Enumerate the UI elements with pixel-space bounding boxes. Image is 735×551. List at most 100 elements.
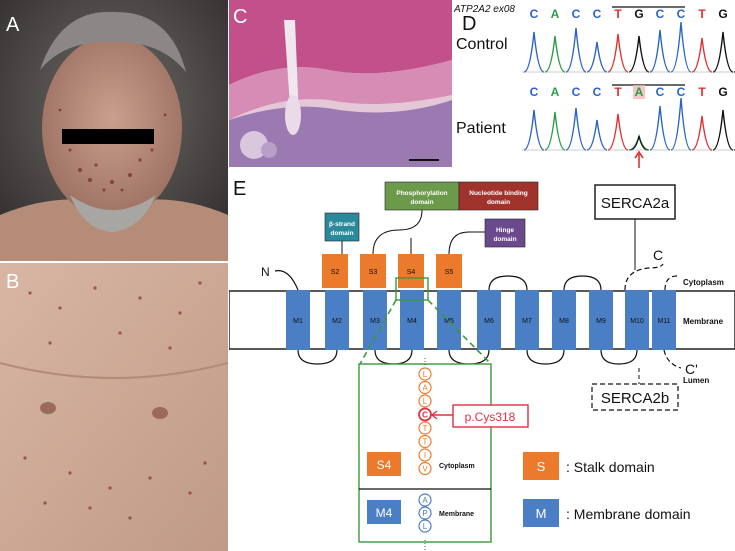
patient-peak-7 <box>670 97 692 151</box>
patient-peak-6 <box>649 105 671 151</box>
panel-e-schematic: E MembraneCytoplasmLumenM1M2M3M4M5M6M7M8… <box>229 168 735 551</box>
residue-stalk-2 <box>418 394 432 408</box>
control-peak-4 <box>607 33 629 73</box>
zoom-s4-box <box>367 452 401 476</box>
patient-peak-0 <box>523 109 545 151</box>
residue-stalk-label-2: L <box>423 397 428 406</box>
control-peak-2 <box>565 27 587 73</box>
panel-c-histology: C <box>229 0 452 167</box>
face-photo-image <box>0 0 228 261</box>
control-label: Control <box>456 36 508 53</box>
patient-base-0: C <box>530 85 539 99</box>
control-peak-1 <box>544 35 566 73</box>
patient-base-7: C <box>677 85 686 99</box>
histology-image <box>229 0 452 167</box>
residue-stalk-label-6: I <box>424 451 426 460</box>
loop <box>563 275 602 291</box>
stalk-label-s4: S4 <box>407 269 416 276</box>
residue-stalk-label-1: A <box>422 384 428 393</box>
nucleotide-binding-domain-box <box>458 181 539 211</box>
mutation-callout-box <box>452 404 529 428</box>
gene-label: ATP2A2 ex08 <box>454 4 515 15</box>
residue-membrane-label-0: A <box>422 496 428 505</box>
lumen-label: Lumen <box>683 376 709 385</box>
beta-strand-domain-box <box>324 212 360 242</box>
hinge-domain-label: Hinge <box>496 227 514 234</box>
patient-base-6: C <box>656 85 665 99</box>
legend-stalk-text: : Stalk domain <box>566 459 655 475</box>
control-base-3: C <box>593 7 602 21</box>
loop <box>448 349 490 365</box>
loop <box>297 349 338 365</box>
zoom-guide-left <box>359 299 397 365</box>
loop <box>488 275 528 291</box>
legend-membrane-swatch <box>523 499 559 527</box>
stalk-s5 <box>436 254 462 288</box>
control-base-0: C <box>530 7 539 21</box>
chest-photo-image <box>0 263 228 551</box>
stalk-s2 <box>322 254 348 288</box>
panel-a-label: A <box>6 14 20 36</box>
patient-base-3: C <box>593 85 602 99</box>
zoom-m4-label: M4 <box>376 506 393 520</box>
phosphorylation-domain-box <box>384 181 460 211</box>
patient-peak-3 <box>586 119 608 151</box>
panel-d-label: D <box>462 13 477 35</box>
control-peak-6 <box>649 29 671 73</box>
hinge-domain-box <box>484 218 526 248</box>
control-base-2: C <box>572 7 581 21</box>
panel-e-label: E <box>233 178 247 200</box>
tm-segment-m10 <box>625 290 649 350</box>
residue-stalk-label-0: L <box>423 370 428 379</box>
tm-segment-label-m9: M9 <box>596 318 606 325</box>
panel-b-label: B <box>6 271 20 293</box>
tm-segment-m6 <box>477 290 501 350</box>
legend-membrane-text: : Membrane domain <box>566 506 691 522</box>
patient-overlap-peak <box>629 135 649 151</box>
patient-peak-8 <box>691 115 713 151</box>
tm-segment-m8 <box>552 290 576 350</box>
tm-segment-m1 <box>286 290 310 350</box>
legend-membrane-swatch-label: M <box>536 506 547 521</box>
control-peak-9 <box>712 31 734 73</box>
mutation-pointer-head <box>430 410 438 420</box>
tm-segment-m2 <box>325 290 349 350</box>
control-base-7: C <box>677 7 686 21</box>
nucleotide-binding-domain-label: Nucleotide binding <box>469 190 528 197</box>
tm-segment-label-m10: M10 <box>630 318 644 325</box>
patient-label: Patient <box>456 120 506 137</box>
mutation-callout-label: p.Cys318 <box>465 410 516 424</box>
n-terminus-tail <box>274 270 299 291</box>
control-peak-8 <box>691 37 713 73</box>
residue-stalk-label-5: T <box>423 438 428 447</box>
residue-stalk-7 <box>418 461 432 476</box>
control-base-9: G <box>718 7 727 21</box>
stalk-s4 <box>398 254 424 288</box>
tm-segment-m5 <box>437 290 461 350</box>
connector <box>448 231 485 255</box>
phosphorylation-domain-label: domain <box>410 199 433 206</box>
tm-segment-label-m8: M8 <box>559 318 569 325</box>
patient-peak-4 <box>607 113 629 151</box>
residue-stalk-3 <box>418 407 432 422</box>
beta-strand-domain-label: β-strand <box>329 221 355 228</box>
mutation-highlight <box>633 85 645 99</box>
beta-strand-domain-label: domain <box>330 230 353 237</box>
residue-stalk-5 <box>418 434 432 449</box>
panel-a-photo: A <box>0 0 228 261</box>
patient-peak-9 <box>712 109 734 151</box>
control-peak-0 <box>523 31 545 73</box>
mutant-base: A <box>635 85 644 99</box>
loop <box>526 349 565 365</box>
c-prime-tail <box>663 349 682 369</box>
tm-segment-m7 <box>515 290 539 350</box>
legend-stalk-swatch-label: S <box>537 459 546 474</box>
serca2-topology-diagram: MembraneCytoplasmLumenM1M2M3M4M5M6M7M8M9… <box>229 181 735 551</box>
zoom-guide-right <box>427 299 492 365</box>
residue-membrane-label-2: L <box>423 522 428 531</box>
c-terminus-tail <box>624 263 664 291</box>
residue-membrane-0 <box>418 493 432 507</box>
c-terminus-label: C <box>653 247 663 263</box>
